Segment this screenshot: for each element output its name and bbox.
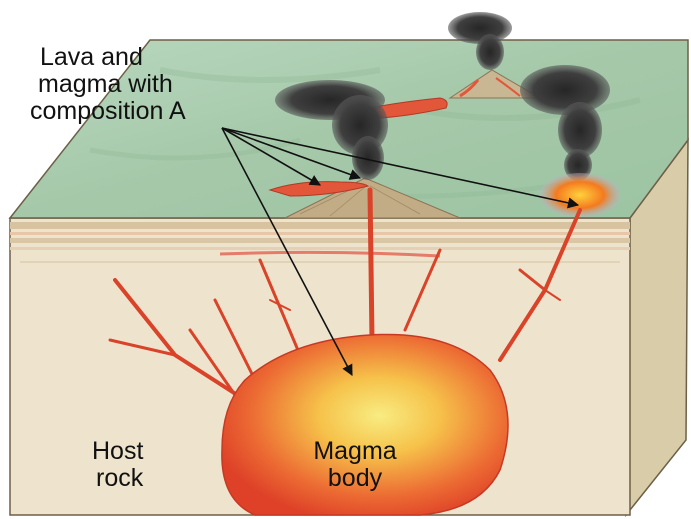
label-lava-and-magma: Lava and magma with composition A [30, 44, 186, 125]
label-host-rock: Host rock [92, 438, 143, 492]
label-line-3: composition A [30, 98, 186, 125]
label-host-line-2: rock [92, 465, 143, 492]
label-line-1: Lava and [30, 44, 186, 71]
label-magma-line-2: body [300, 465, 410, 492]
label-magma-body: Magma body [300, 438, 410, 492]
label-host-line-1: Host [92, 438, 143, 465]
label-magma-line-1: Magma [300, 438, 410, 465]
label-line-2: magma with [30, 71, 186, 98]
